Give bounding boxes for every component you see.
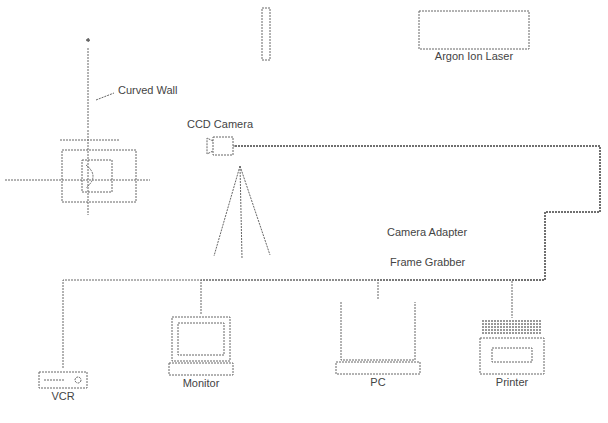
leader-line xyxy=(96,93,114,100)
part-label: Frame Grabber xyxy=(388,256,467,269)
tripod-leg xyxy=(240,166,242,258)
monitor-icon xyxy=(168,315,234,377)
tripod-leg xyxy=(240,166,270,255)
camera-icon xyxy=(205,131,235,161)
camera-node: CCD Camera xyxy=(185,118,256,161)
node-label: PC xyxy=(333,376,423,389)
curved-wall xyxy=(82,160,112,192)
pc-node: PC xyxy=(333,300,423,389)
pc-icon xyxy=(335,300,421,376)
laser-icon xyxy=(418,10,530,50)
axis-line xyxy=(5,180,150,181)
node-label: VCR xyxy=(36,390,90,403)
printer-icon xyxy=(478,318,546,376)
wall-curve xyxy=(86,165,93,188)
light-sheet xyxy=(88,48,89,128)
frame-line xyxy=(60,140,120,141)
cable xyxy=(63,146,600,368)
printer-node: Printer xyxy=(476,318,548,389)
axis-line xyxy=(88,130,89,215)
node-label: Monitor xyxy=(166,377,236,390)
vcr-icon xyxy=(38,368,88,390)
cable xyxy=(235,146,600,318)
light-point xyxy=(87,39,90,42)
node-label: Printer xyxy=(476,376,548,389)
part-label: Curved Wall xyxy=(116,84,180,97)
part-label: Camera Adapter xyxy=(385,226,469,239)
laser-node: Argon Ion Laser xyxy=(416,10,532,63)
lens xyxy=(262,8,270,60)
vcr-node: VCR xyxy=(36,368,90,403)
node-label: Argon Ion Laser xyxy=(416,50,532,63)
monitor-node: Monitor xyxy=(166,315,236,390)
node-label: CCD Camera xyxy=(185,118,256,131)
tripod-leg xyxy=(214,166,240,256)
cable xyxy=(201,146,600,315)
test-section xyxy=(62,150,136,202)
